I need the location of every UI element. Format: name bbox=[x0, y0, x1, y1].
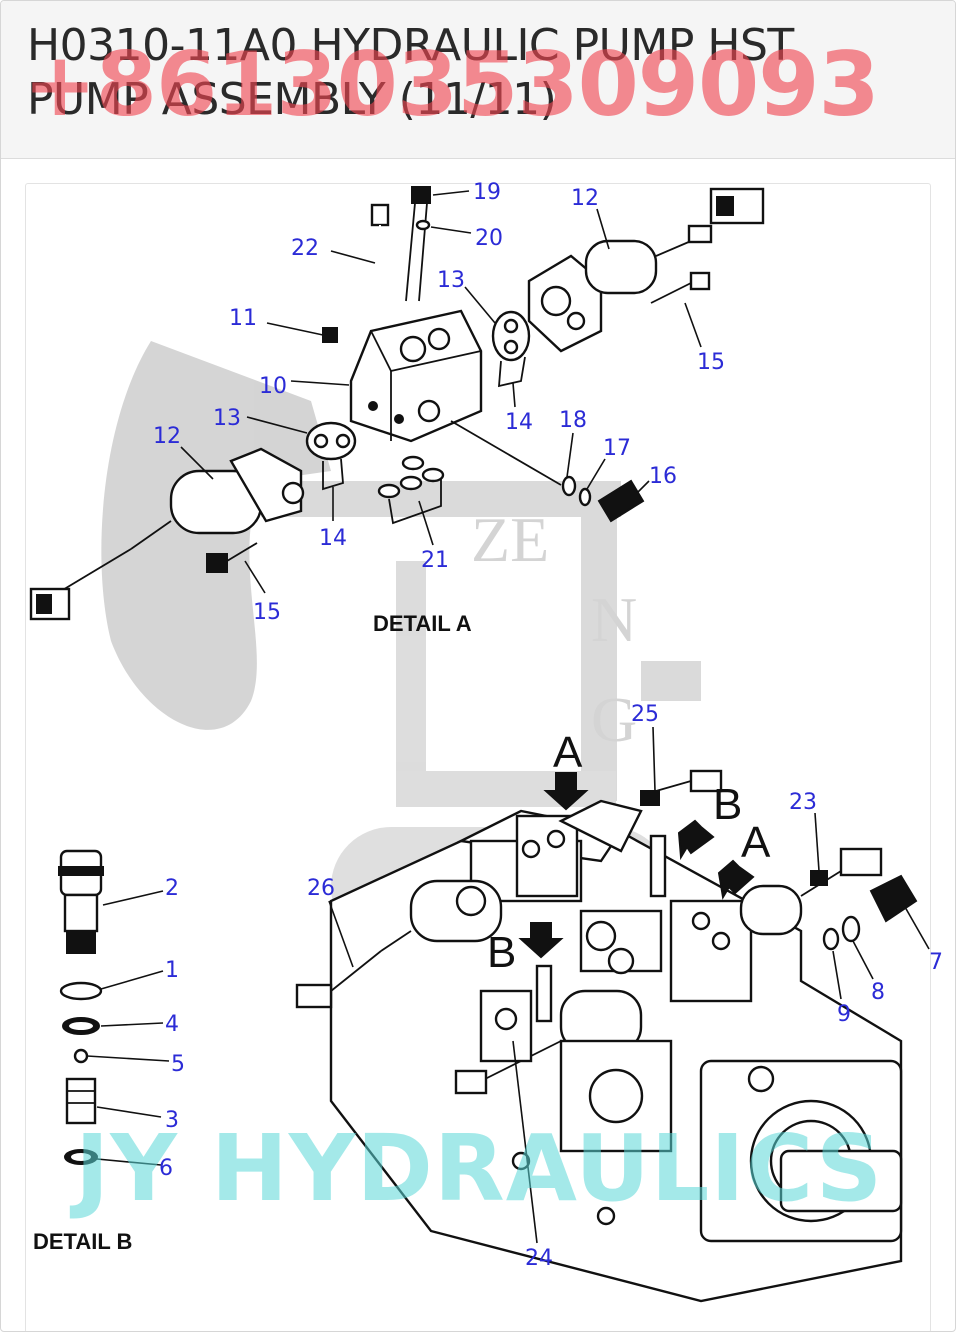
pump-assembly-drawing bbox=[295, 769, 918, 1303]
callout-14-left: 14 bbox=[319, 526, 347, 551]
phone-watermark: +8613035309093 bbox=[23, 33, 880, 136]
title-header: H0310-11A0 HYDRAULIC PUMP HST PUMP ASSEM… bbox=[1, 1, 955, 159]
callout-numbers: 19 20 22 12 13 11 10 15 14 13 12 18 17 1… bbox=[153, 180, 943, 1271]
callout-19: 19 bbox=[473, 180, 501, 205]
callout-10: 10 bbox=[259, 374, 287, 399]
callout-13-top: 13 bbox=[437, 268, 465, 293]
view-marker-a-2: A bbox=[741, 818, 771, 867]
callout-15-left: 15 bbox=[253, 600, 281, 625]
view-marker-a-1: A bbox=[553, 728, 583, 777]
detail-b-drawing bbox=[58, 849, 104, 1165]
brand-watermark: JY HYDRAULICS bbox=[75, 1115, 884, 1222]
callout-9: 9 bbox=[837, 1002, 851, 1027]
detail-b-label: DETAIL B bbox=[33, 1229, 132, 1254]
view-marker-b-2: B bbox=[487, 928, 516, 977]
callout-20: 20 bbox=[475, 226, 503, 251]
callout-5: 5 bbox=[171, 1052, 185, 1077]
callout-7: 7 bbox=[929, 950, 943, 975]
callout-2: 2 bbox=[165, 876, 179, 901]
callout-21: 21 bbox=[421, 548, 449, 573]
callout-4: 4 bbox=[165, 1012, 179, 1037]
view-marker-b-1: B bbox=[713, 780, 742, 829]
callout-13-left: 13 bbox=[213, 406, 241, 431]
callout-leaders bbox=[86, 190, 930, 1244]
callout-23: 23 bbox=[789, 790, 817, 815]
callout-3: 3 bbox=[165, 1108, 179, 1133]
logo-letter-g: G bbox=[591, 684, 637, 755]
callout-12-left: 12 bbox=[153, 424, 181, 449]
callout-15-top: 15 bbox=[697, 350, 725, 375]
callout-22: 22 bbox=[291, 236, 319, 261]
callout-12-top: 12 bbox=[571, 186, 599, 211]
callout-8: 8 bbox=[871, 980, 885, 1005]
detail-a-label: DETAIL A bbox=[373, 611, 472, 636]
logo-letter-n: N bbox=[591, 584, 637, 655]
logo-letters-ze: ZE bbox=[471, 504, 549, 575]
callout-14-top: 14 bbox=[505, 410, 533, 435]
callout-17: 17 bbox=[603, 436, 631, 461]
detail-a-drawing bbox=[29, 186, 765, 621]
callout-1: 1 bbox=[165, 958, 179, 983]
callout-11: 11 bbox=[229, 306, 257, 331]
callout-24: 24 bbox=[525, 1246, 553, 1271]
page-title: H0310-11A0 HYDRAULIC PUMP HST PUMP ASSEM… bbox=[27, 20, 794, 125]
callout-18: 18 bbox=[559, 408, 587, 433]
callout-6: 6 bbox=[159, 1156, 173, 1181]
callout-16: 16 bbox=[649, 464, 677, 489]
callout-25: 25 bbox=[631, 702, 659, 727]
callout-26: 26 bbox=[307, 876, 335, 901]
